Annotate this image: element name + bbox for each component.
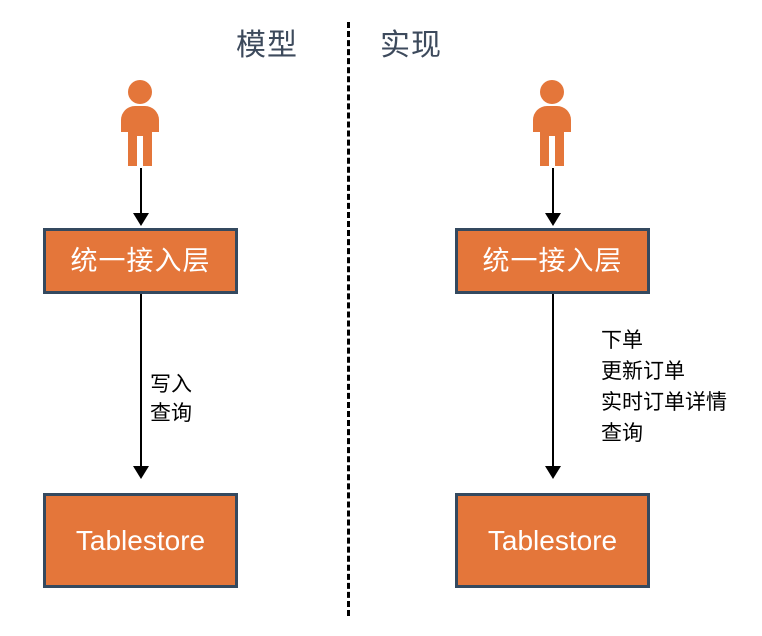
person-leg-left <box>540 136 549 166</box>
arrow-head-access-layer-to-tablestore-right <box>545 466 561 479</box>
panel-title-implementation: 实现 <box>380 28 442 63</box>
person-icon <box>528 80 576 166</box>
node-tablestore-left-label: Tablestore <box>75 524 206 556</box>
person-icon <box>116 80 164 166</box>
person-arm-gap-left <box>121 132 128 150</box>
arrow-actor-to-access-layer-right <box>552 168 554 215</box>
person-head-icon <box>128 80 152 104</box>
arrow-access-layer-to-tablestore-left <box>140 294 142 466</box>
node-access-layer-right-label: 统一接入层 <box>482 245 623 277</box>
person-head-icon <box>540 80 564 104</box>
edge-label-update-order-right: 更新订单 <box>601 359 685 383</box>
person-leg-right <box>143 136 152 166</box>
node-access-layer-right[interactable]: 统一接入层 <box>455 228 650 294</box>
node-access-layer-left-label: 统一接入层 <box>70 245 211 277</box>
person-leg-left <box>128 136 137 166</box>
person-leg-gap <box>549 136 555 166</box>
edge-label-query-right: 查询 <box>601 421 643 445</box>
arrow-head-access-layer-to-tablestore-left <box>133 466 149 479</box>
edge-label-write-left: 写入 <box>150 372 192 396</box>
arrow-head-actor-to-access-layer-left <box>133 213 149 226</box>
node-tablestore-left[interactable]: Tablestore <box>43 493 238 588</box>
person-arm-gap-right <box>564 132 571 150</box>
node-tablestore-right-label: Tablestore <box>487 524 618 556</box>
person-arm-gap-right <box>152 132 159 150</box>
panel-title-model: 模型 <box>236 28 298 63</box>
node-access-layer-left[interactable]: 统一接入层 <box>43 228 238 294</box>
arrow-head-actor-to-access-layer-right <box>545 213 561 226</box>
edge-label-realtime-order-detail-right: 实时订单详情 <box>601 390 727 414</box>
arrow-actor-to-access-layer-left <box>140 168 142 215</box>
person-leg-gap <box>137 136 143 166</box>
node-tablestore-right[interactable]: Tablestore <box>455 493 650 588</box>
person-arm-gap-left <box>533 132 540 150</box>
person-leg-right <box>555 136 564 166</box>
panel-divider <box>347 22 350 616</box>
edge-label-query-left: 查询 <box>150 401 192 425</box>
arrow-access-layer-to-tablestore-right <box>552 294 554 466</box>
edge-label-place-order-right: 下单 <box>601 328 643 352</box>
